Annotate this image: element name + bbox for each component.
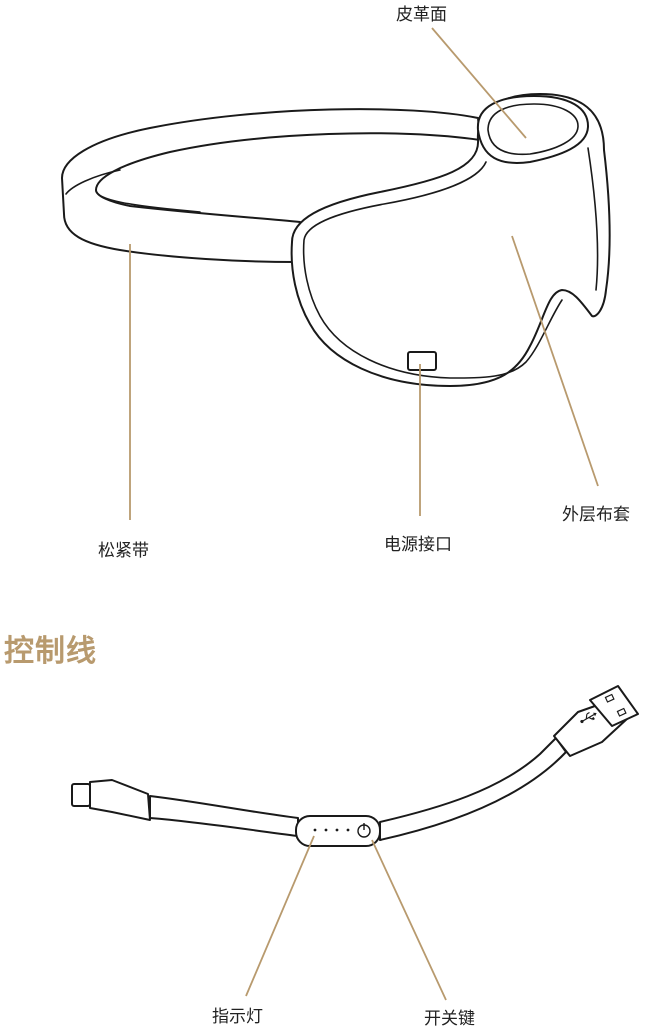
label-outer-cover: 外层布套 xyxy=(562,505,630,525)
power-port xyxy=(407,351,437,371)
leader-power-key xyxy=(371,839,447,1001)
usb-icon xyxy=(580,712,597,724)
control-box xyxy=(295,815,381,847)
cable-leader-lines xyxy=(245,835,447,1001)
leader-outer-cover xyxy=(511,235,599,487)
label-power-key: 开关键 xyxy=(424,1009,475,1029)
leader-leather-face xyxy=(431,27,527,139)
label-leather-face: 皮革面 xyxy=(396,5,447,25)
section-title-control-cable: 控制线 xyxy=(4,634,97,669)
indicator-dot xyxy=(346,828,350,832)
label-power-port: 电源接口 xyxy=(384,535,452,555)
dc-connector xyxy=(89,779,151,821)
power-icon xyxy=(357,823,371,838)
control-cable-illustration xyxy=(71,685,639,847)
usb-plug xyxy=(589,685,639,727)
mask-outer-cover xyxy=(290,93,611,387)
indicator-dot xyxy=(335,828,339,832)
label-strap: 松紧带 xyxy=(98,541,149,561)
dc-plug-tip xyxy=(71,783,91,807)
indicator-dot xyxy=(324,828,328,832)
label-indicator: 指示灯 xyxy=(212,1007,263,1027)
indicator-dot xyxy=(313,828,317,832)
mask-leader-lines xyxy=(129,27,599,520)
eye-mask-illustration xyxy=(61,93,611,387)
leader-indicator xyxy=(245,835,315,997)
